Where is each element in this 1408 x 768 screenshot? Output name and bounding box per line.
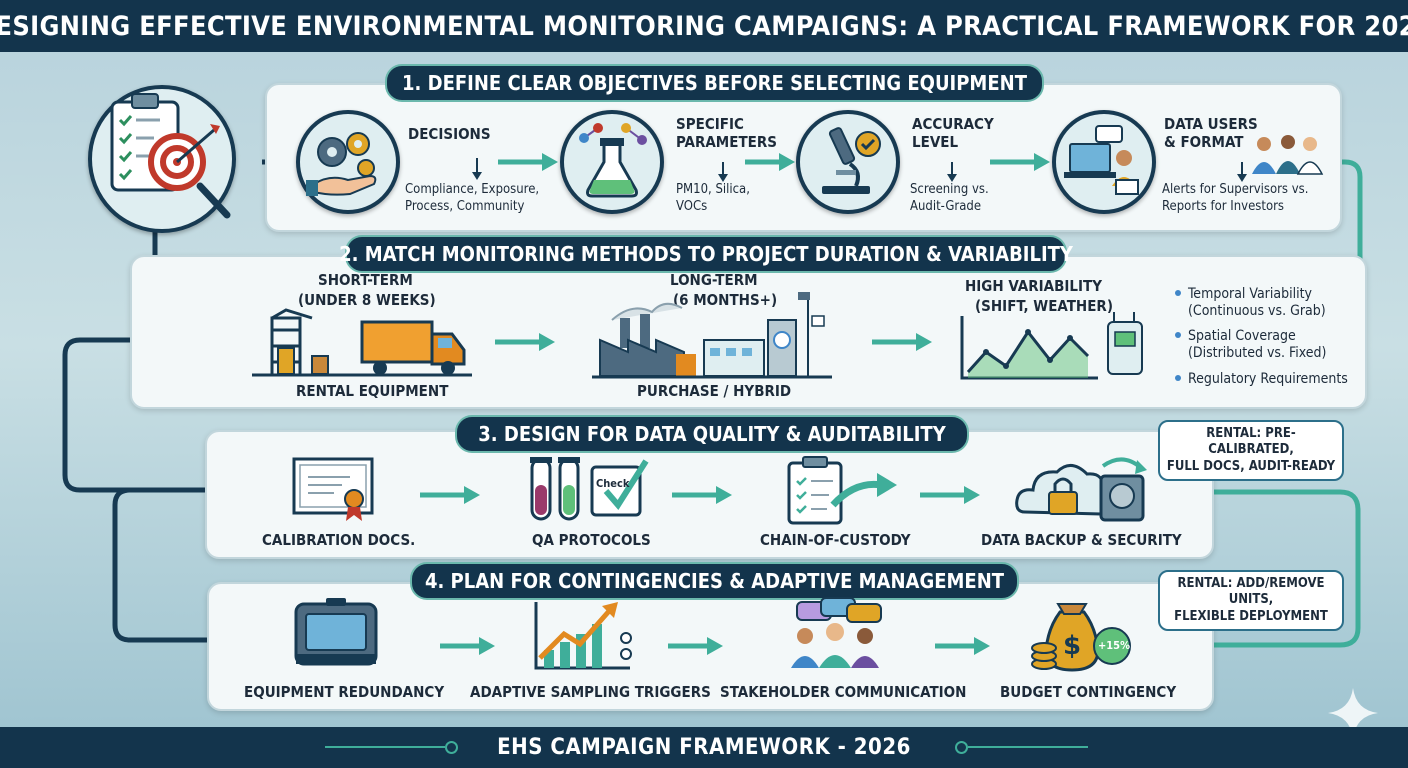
s3-arrow-2 — [672, 486, 732, 504]
variability-chart-icon — [960, 312, 1143, 380]
footer-line-right — [968, 746, 1088, 748]
accuracy-detail-2: Audit-Grade — [910, 199, 982, 214]
sparkle-icon — [1328, 688, 1378, 738]
footer-dot-left — [445, 741, 458, 754]
rental-calibrated-line-1: RENTAL: PRE-CALIBRATED, — [1206, 426, 1296, 458]
section2-title: 2. MATCH MONITORING METHODS TO PROJECT D… — [339, 235, 1073, 273]
accuracy-circle — [796, 110, 900, 214]
qa-protocols-label: QA PROTOCOLS — [532, 531, 651, 549]
accuracy-label-1: ACCURACY — [912, 115, 994, 133]
data-users-down-arrow — [1237, 162, 1247, 182]
footer-title: EHS CAMPAIGN FRAMEWORK - 2026 — [497, 735, 911, 760]
s4-arrow-1 — [440, 637, 495, 655]
decisions-label: DECISIONS — [408, 125, 491, 143]
high-var-label-2: (SHIFT, WEATHER) — [975, 297, 1113, 315]
rental-calibrated-line-2: FULL DOCS, AUDIT-READY — [1166, 458, 1336, 474]
accuracy-label-2: LEVEL — [912, 133, 959, 151]
rental-flexible-line-1: RENTAL: ADD/REMOVE UNITS, — [1177, 576, 1325, 608]
gears-hand-icon — [306, 132, 377, 196]
check-label: Check — [596, 477, 630, 490]
data-users-label-1: DATA USERS — [1164, 115, 1258, 133]
long-term-label-2: (6 MONTHS+) — [673, 291, 778, 309]
decisions-circle — [296, 110, 400, 214]
chain-of-custody-icon — [787, 456, 897, 525]
crane-truck-icon — [252, 308, 472, 377]
footer-dot-right — [955, 741, 968, 754]
budget-badge: +15% — [1098, 639, 1130, 652]
section2-panel — [130, 255, 1367, 409]
parameters-label-1: SPECIFIC — [676, 115, 744, 133]
rental-flexible-callout: RENTAL: ADD/REMOVE UNITS, FLEXIBLE DEPLO… — [1158, 570, 1344, 631]
rental-calibrated-callout: RENTAL: PRE-CALIBRATED, FULL DOCS, AUDIT… — [1158, 420, 1344, 481]
section4-title: 4. PLAN FOR CONTINGENCIES & ADAPTIVE MAN… — [410, 562, 1019, 600]
clipboard-target-icon — [110, 93, 231, 219]
parameters-detail-2: VOCs — [676, 199, 708, 214]
bullet-2-line-2: (Distributed vs. Fixed) — [1188, 345, 1327, 361]
decisions-down-arrow — [472, 158, 482, 180]
cloud-lock-drive-icon — [1015, 457, 1147, 522]
data-users-detail-2: Reports for Investors — [1162, 199, 1285, 214]
s4-arrow-2 — [668, 637, 723, 655]
decisions-detail-1: Compliance, Exposure, — [405, 182, 540, 197]
data-users-label-2: & FORMAT — [1164, 133, 1244, 151]
long-term-caption: PURCHASE / HYBRID — [637, 382, 792, 400]
data-backup-label: DATA BACKUP & SECURITY — [981, 531, 1182, 549]
bullet-dots — [1175, 290, 1181, 381]
certificate-icon — [292, 457, 374, 521]
data-users-detail-1: Alerts for Supervisors vs. — [1162, 182, 1309, 197]
s1-arrow-3 — [990, 153, 1050, 171]
section1-title: 1. DEFINE CLEAR OBJECTIVES BEFORE SELECT… — [385, 64, 1044, 102]
money-bag-icon: $ — [1031, 603, 1131, 672]
footer-bar: EHS CAMPAIGN FRAMEWORK - 2026 — [0, 727, 1408, 768]
footer-line-left — [325, 746, 445, 748]
flask-molecule-icon — [579, 123, 647, 198]
parameters-down-arrow — [718, 162, 728, 182]
section3-title: 3. DESIGN FOR DATA QUALITY & AUDITABILIT… — [455, 415, 969, 453]
s3-arrow-1 — [420, 486, 480, 504]
bullet-2-line-1: Spatial Coverage — [1188, 328, 1296, 344]
short-term-label-1: SHORT-TERM — [318, 271, 413, 289]
s3-arrow-3 — [920, 486, 980, 504]
bullet-1-line-2: (Continuous vs. Grab) — [1188, 303, 1326, 319]
equipment-redundancy-label: EQUIPMENT REDUNDANCY — [244, 683, 445, 701]
s1-arrow-1 — [498, 153, 558, 171]
laptop-users-icon — [1064, 125, 1139, 195]
budget-contingency-label: BUDGET CONTINGENCY — [1000, 683, 1177, 701]
adaptive-sampling-label: ADAPTIVE SAMPLING TRIGGERS — [470, 683, 711, 701]
parameters-label-2: PARAMETERS — [676, 133, 777, 151]
rental-flexible-line-2: FLEXIBLE DEPLOYMENT — [1174, 608, 1328, 624]
stakeholder-people-icon — [791, 597, 882, 668]
bullet-1-line-1: Temporal Variability — [1188, 286, 1312, 302]
high-var-label-1: HIGH VARIABILITY — [965, 277, 1102, 295]
decisions-detail-2: Process, Community — [405, 199, 525, 214]
title-bar: DESIGNING EFFECTIVE ENVIRONMENTAL MONITO… — [0, 0, 1408, 52]
people-group-icon — [1252, 135, 1324, 175]
s2-arrow-1 — [495, 333, 555, 351]
accuracy-detail-1: Screening vs. — [910, 182, 989, 197]
svg-text:$: $ — [1063, 631, 1081, 661]
trend-chart-icon — [534, 602, 632, 670]
stakeholder-communication-label: STAKEHOLDER COMMUNICATION — [720, 683, 967, 701]
short-term-label-2: (UNDER 8 WEEKS) — [298, 291, 436, 309]
test-tubes-icon — [530, 457, 649, 521]
long-term-label-1: LONG-TERM — [670, 271, 758, 289]
equipment-case-icon — [294, 598, 378, 666]
factory-icon — [592, 292, 832, 379]
s2-arrow-2 — [872, 333, 932, 351]
s4-arrow-3 — [935, 637, 990, 655]
page-title: DESIGNING EFFECTIVE ENVIRONMENTAL MONITO… — [0, 10, 1408, 42]
accuracy-down-arrow — [947, 162, 957, 182]
s1-arrow-2 — [745, 153, 795, 171]
microscope-icon — [822, 127, 881, 194]
parameters-detail-1: PM10, Silica, — [676, 182, 750, 197]
calibration-docs-label: CALIBRATION DOCS. — [262, 531, 416, 549]
chain-of-custody-label: CHAIN-OF-CUSTODY — [760, 531, 911, 549]
bullet-3-line-1: Regulatory Requirements — [1188, 371, 1348, 387]
short-term-caption: RENTAL EQUIPMENT — [296, 382, 449, 400]
